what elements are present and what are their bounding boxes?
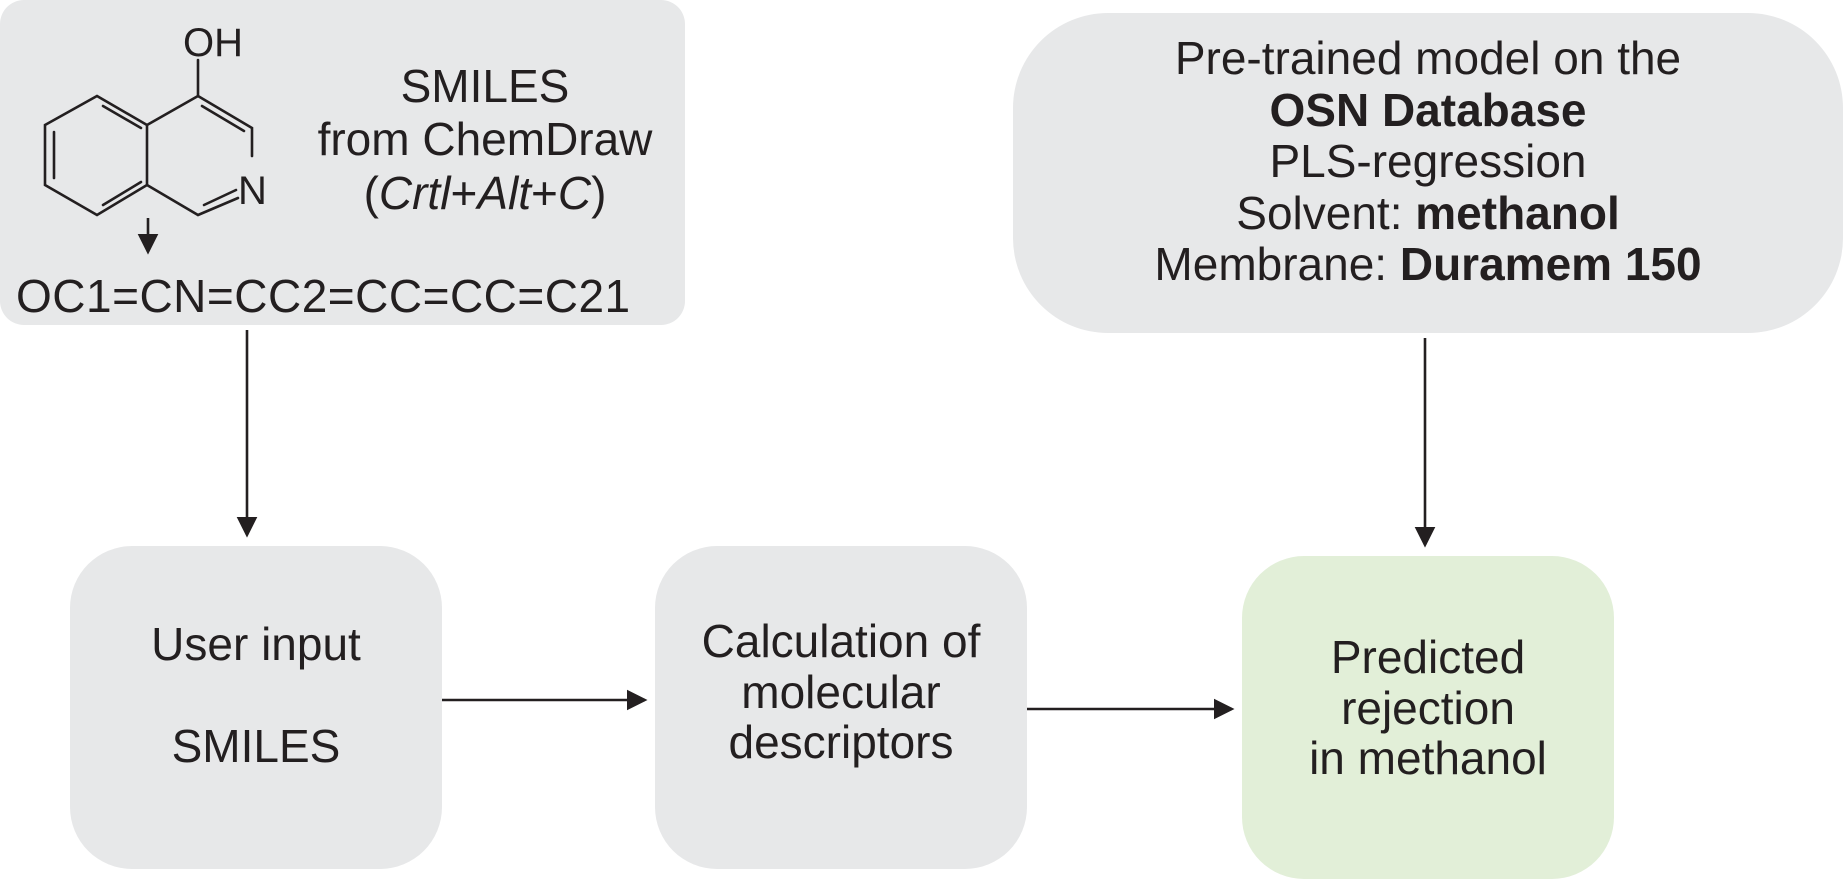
atom-label-oh: OH: [183, 21, 243, 65]
chemdraw-caption: SMILES from ChemDraw (Crtl+Alt+C): [295, 60, 675, 220]
model-line-database: OSN Database: [1269, 83, 1587, 136]
model-box-text: Pre-trained model on the OSN Database PL…: [1013, 32, 1843, 291]
model-line-solvent: Solvent: methanol: [1236, 186, 1620, 239]
user-input-line1: User input: [151, 618, 361, 670]
user-input-line2: SMILES: [171, 720, 341, 772]
prediction-line3: in methanol: [1309, 732, 1547, 785]
keyboard-shortcut: (Crtl+Alt+C): [363, 166, 607, 219]
chemdraw-box: [0, 0, 685, 325]
descriptor-line1: Calculation of: [701, 615, 981, 667]
prediction-line1: Predicted: [1330, 631, 1526, 683]
prediction-line2: rejection: [1341, 681, 1515, 734]
descriptor-line3: descriptors: [728, 716, 954, 769]
atom-label-n: N: [238, 169, 267, 213]
smiles-title: SMILES: [400, 60, 570, 112]
prediction-box-text: Predicted rejection in methanol: [1242, 632, 1614, 784]
smiles-string: OC1=CN=CC2=CC=CC=C21: [16, 270, 631, 322]
chemdraw-source: from ChemDraw: [317, 113, 653, 166]
descriptor-box: [655, 546, 1027, 869]
model-line-method: PLS-regression: [1269, 135, 1587, 188]
molecule-structure: [43, 58, 254, 217]
descriptor-box-text: Calculation of molecular descriptors: [655, 616, 1027, 768]
prediction-box: [1242, 556, 1614, 879]
user-input-box: [70, 546, 442, 869]
model-box: [1013, 13, 1843, 333]
model-line-membrane: Membrane: Duramem 150: [1154, 238, 1702, 291]
descriptor-line2: molecular: [741, 665, 941, 718]
model-line-pretrained: Pre-trained model on the: [1174, 32, 1682, 84]
